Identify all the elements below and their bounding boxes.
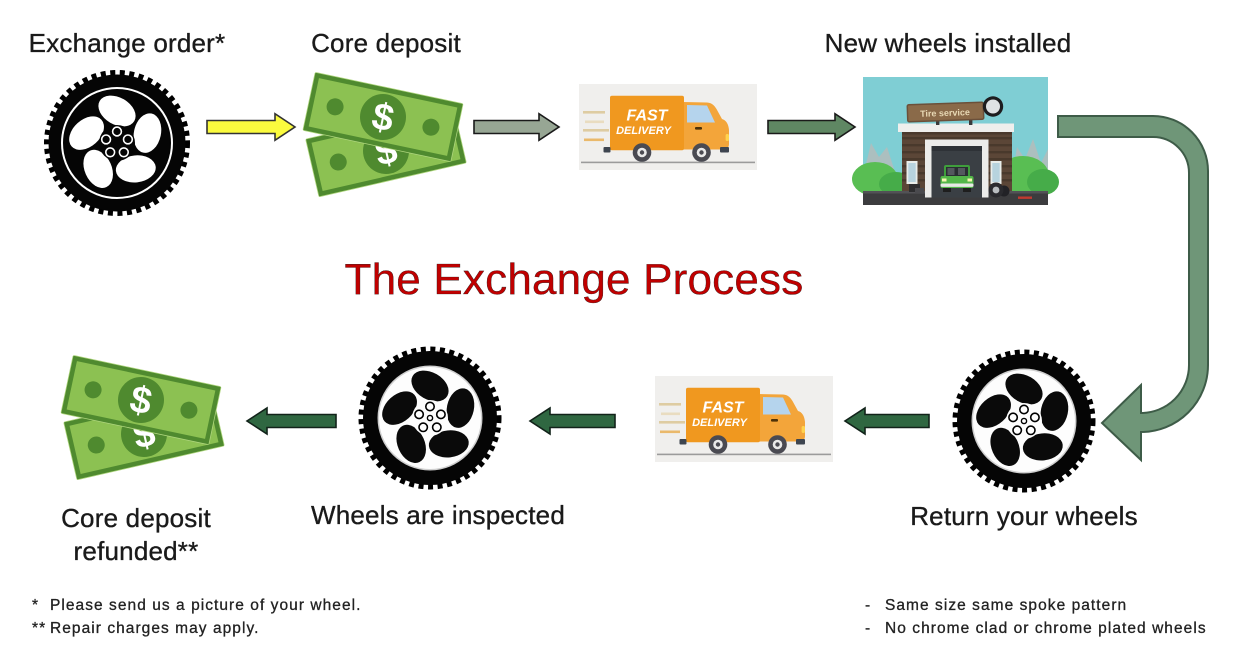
svg-text:Tire service: Tire service: [920, 107, 970, 119]
